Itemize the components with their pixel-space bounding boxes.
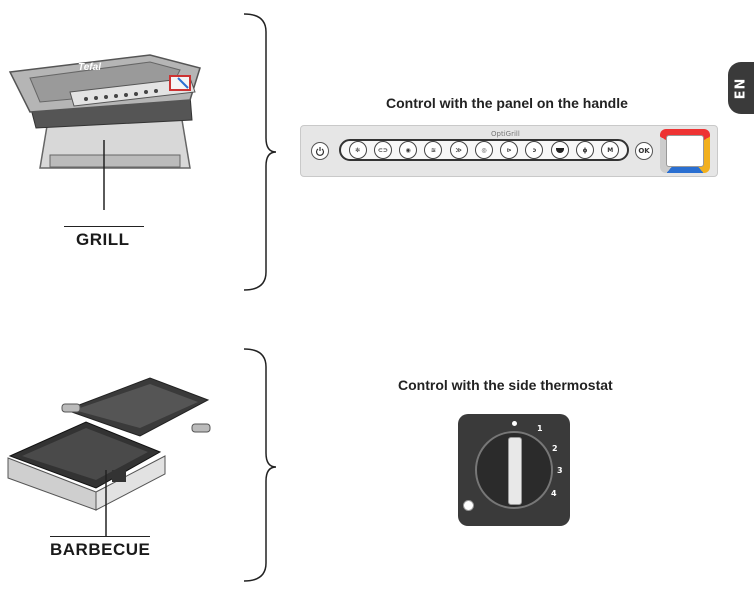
- thermostat-mark-1: 1: [537, 424, 543, 433]
- barbecue-illustration: [7, 377, 211, 536]
- side-thermostat: 1 2 3 4: [458, 414, 570, 526]
- shrimp-icon: ↄ: [532, 146, 537, 154]
- vegetables-program-button[interactable]: ϕ: [576, 141, 595, 159]
- poultry-program-button[interactable]: ≫: [449, 141, 468, 159]
- sausage-program-button[interactable]: ⊂⊃: [373, 141, 392, 159]
- sandwich-icon: ≋: [430, 146, 436, 154]
- barbecue-caption: Control with the side thermostat: [398, 377, 613, 393]
- grill-caption: Control with the panel on the handle: [386, 95, 628, 111]
- thermostat-mark-2: 2: [552, 444, 558, 453]
- barbecue-label-rule: [50, 536, 150, 537]
- thermostat-indicator-light: [463, 500, 474, 511]
- ok-button[interactable]: OK: [635, 142, 653, 160]
- barbecue-label: BARBECUE: [50, 540, 151, 559]
- ok-label: OK: [638, 147, 650, 155]
- thermostat-knob[interactable]: [475, 431, 553, 509]
- barbecue-brace: [243, 348, 277, 582]
- shellfish-program-button[interactable]: ↄ: [525, 141, 544, 159]
- power-button[interactable]: [311, 142, 329, 160]
- control-panel: OptiGrill ✻ ⊂⊃ ◉ ≋ ≫ ◎ ⊳ ↄ ϕ M OK: [300, 125, 718, 177]
- pork-icon: ◎: [481, 146, 487, 154]
- language-label: EN: [733, 77, 749, 99]
- manual-label: M: [607, 146, 614, 154]
- language-tab: EN: [728, 62, 754, 114]
- grill-brand: Tefal: [78, 62, 101, 73]
- burger-icon: ◉: [405, 146, 411, 154]
- sausage-icon: ⊂⊃: [377, 146, 388, 154]
- grill-label-rule: [64, 226, 144, 227]
- manual-program-button[interactable]: M: [601, 141, 620, 159]
- fish-icon: ⊳: [506, 146, 512, 154]
- thermostat-mark-3: 3: [557, 466, 563, 475]
- grill-label: GRILL: [76, 230, 130, 249]
- red-meat-program-button[interactable]: [550, 141, 569, 159]
- frozen-program-button[interactable]: ✻: [348, 141, 367, 159]
- burger-program-button[interactable]: ◉: [399, 141, 418, 159]
- pork-program-button[interactable]: ◎: [474, 141, 493, 159]
- program-strip: ✻ ⊂⊃ ◉ ≋ ≫ ◎ ⊳ ↄ ϕ M: [339, 139, 629, 161]
- panel-brand: OptiGrill: [491, 130, 520, 138]
- thermostat-reference-dot: [512, 421, 517, 426]
- knob-grip: [508, 437, 522, 505]
- power-icon: [315, 147, 325, 156]
- poultry-icon: ≫: [455, 146, 462, 154]
- thermostat-mark-4: 4: [551, 489, 557, 498]
- pepper-icon: ϕ: [582, 146, 588, 154]
- snowflake-icon: ✻: [355, 146, 361, 154]
- grill-illustration: [8, 54, 201, 210]
- cooking-indicator-window: [666, 135, 704, 167]
- sandwich-program-button[interactable]: ≋: [424, 141, 443, 159]
- grill-brace: [243, 13, 277, 291]
- fish-program-button[interactable]: ⊳: [500, 141, 519, 159]
- cooking-indicator: [660, 129, 710, 173]
